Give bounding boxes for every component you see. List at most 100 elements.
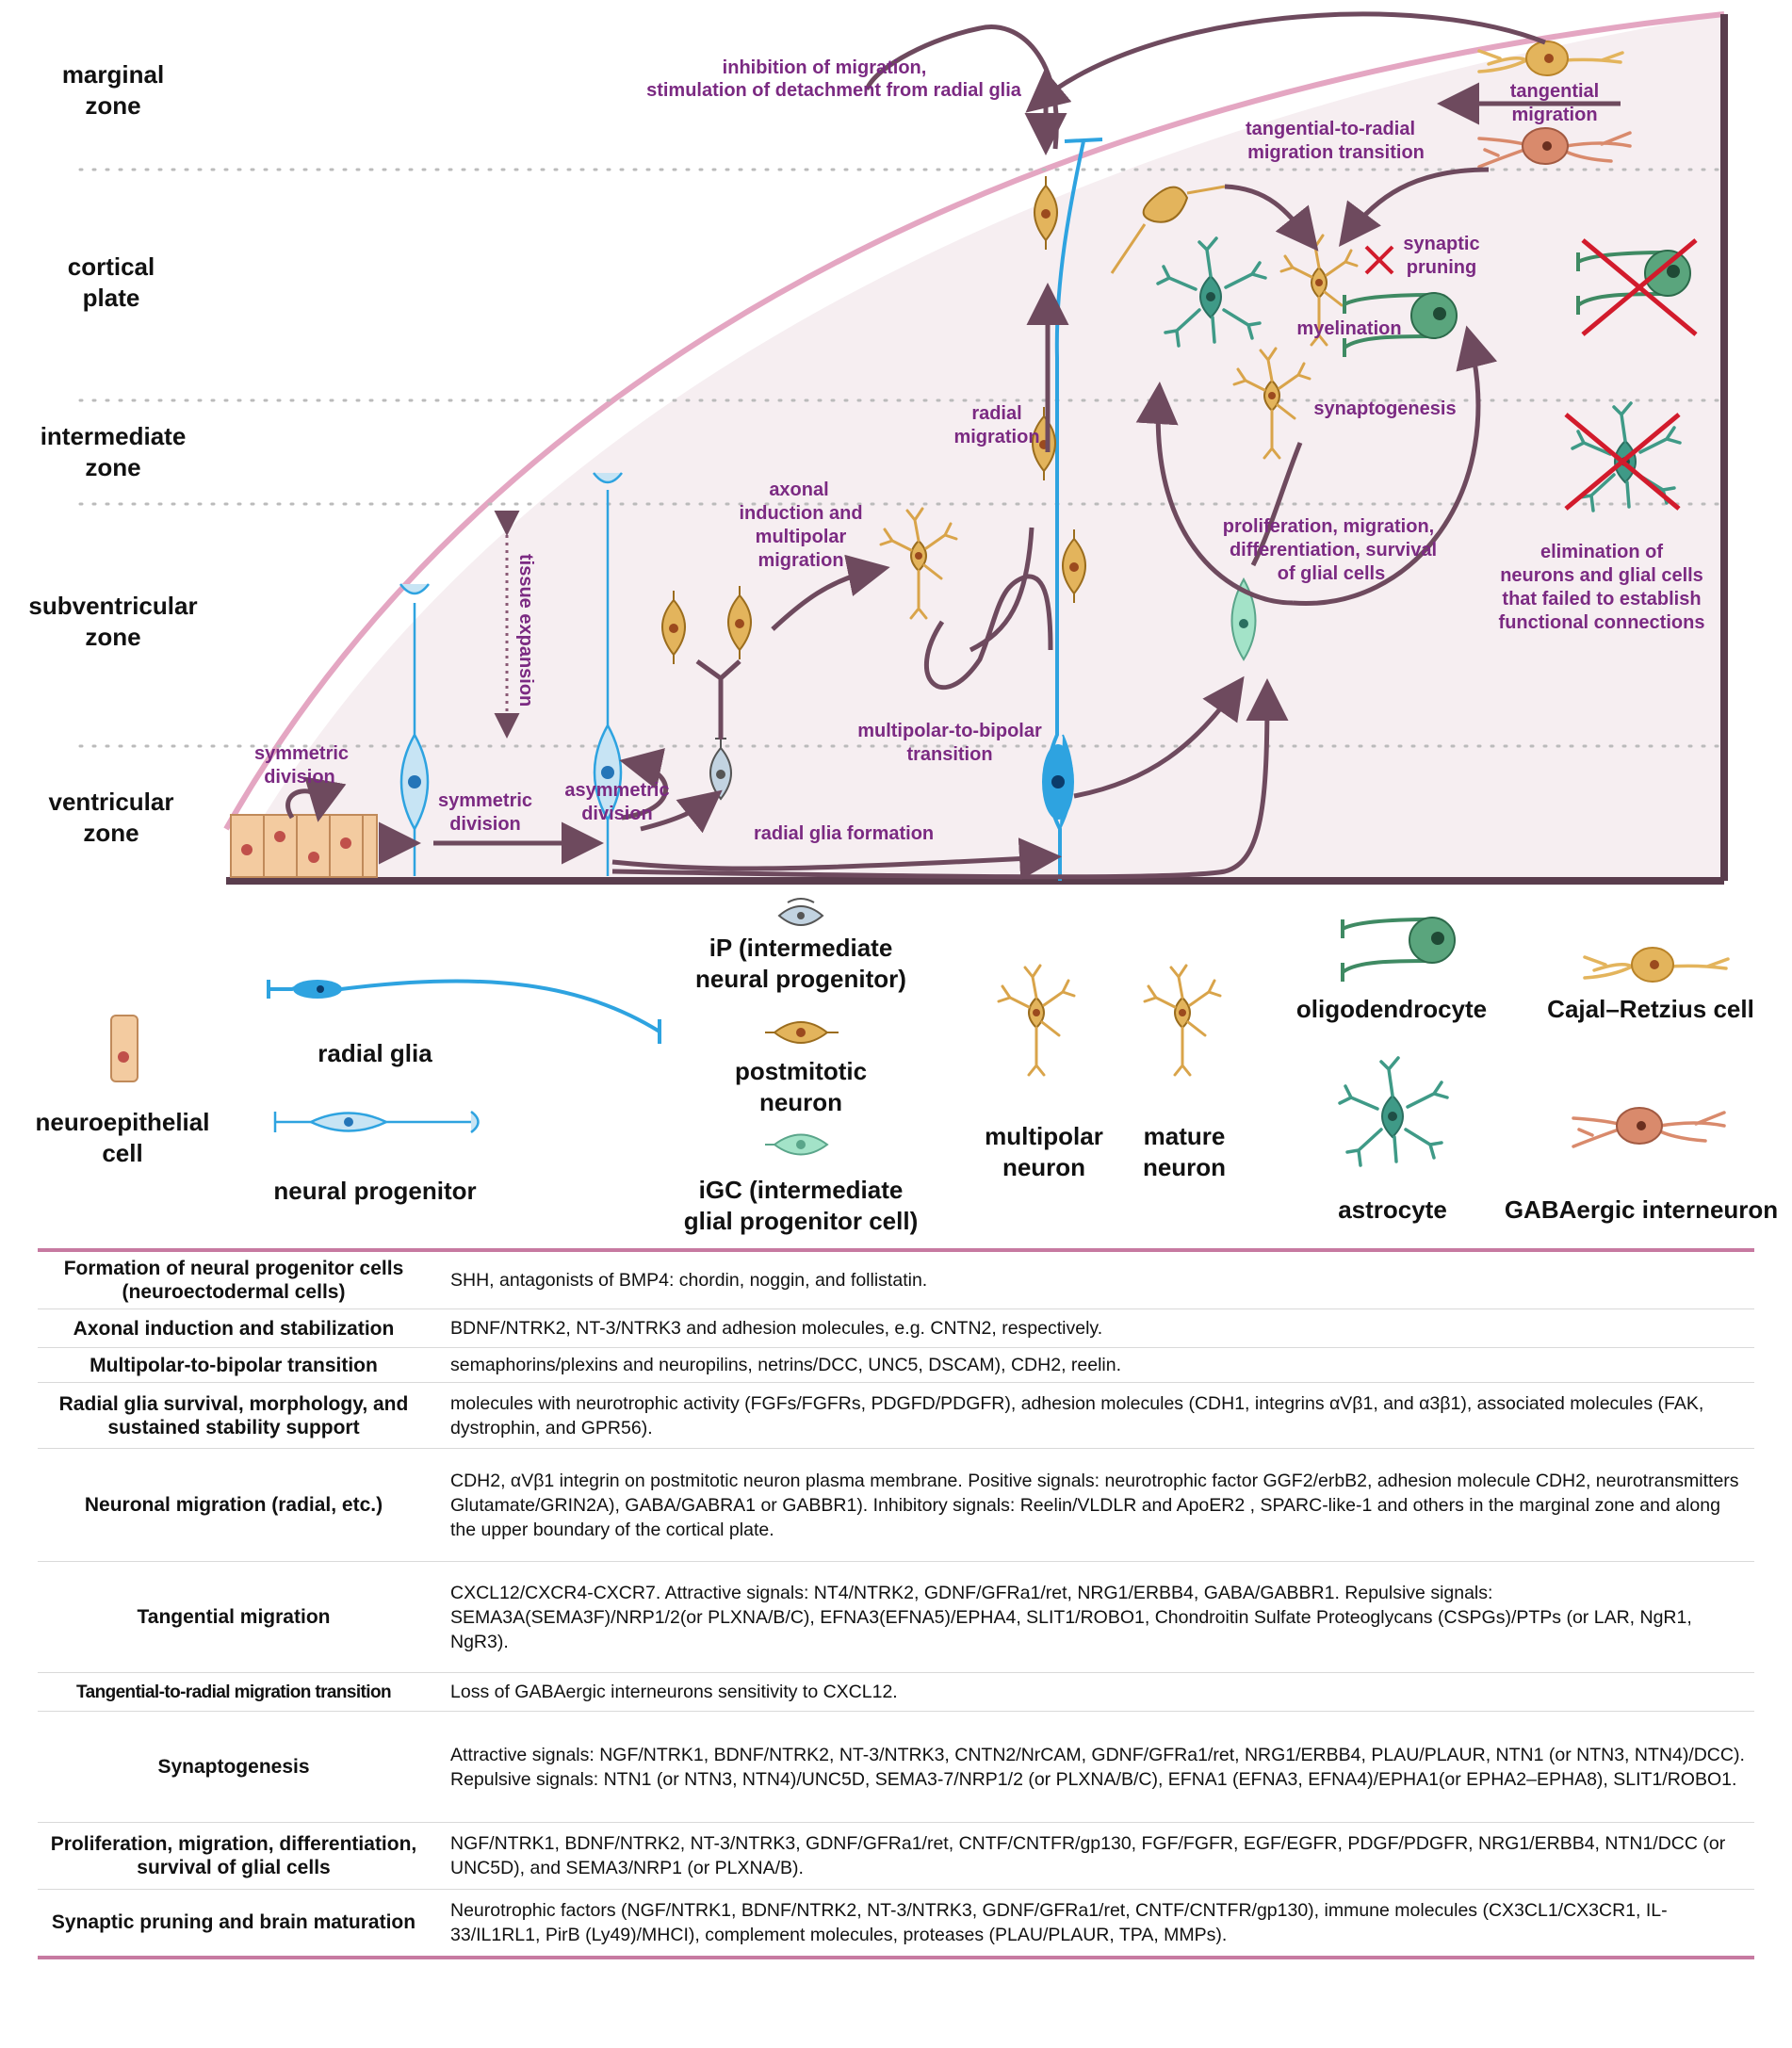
top-rule [38, 1248, 1754, 1252]
legend-ip-l1: iP (intermediate [709, 934, 893, 962]
zone-cortical-l1: cortical [68, 252, 155, 281]
legend-mature-l1: mature [1144, 1122, 1226, 1150]
legend-cajal: Cajal–Retzius cell [1547, 995, 1754, 1023]
legend-oligodendrocyte: oligodendrocyte [1296, 995, 1487, 1023]
neuroepithelial-cluster [230, 814, 378, 878]
ann-glial-l1: proliferation, migration, [1223, 516, 1434, 537]
ann-radial-l1: radial [971, 403, 1021, 424]
ann-inhibition-l1: inhibition of migration, [723, 57, 927, 78]
legend-astrocyte-icon [1338, 1056, 1449, 1167]
pial-boundary [223, 11, 1725, 831]
molecular-factors-table: Formation of neural progenitor cells (ne… [38, 1252, 1754, 1956]
legend-igc-l1: iGC (intermediate [699, 1176, 904, 1204]
ann-axonal-l2: induction and [739, 503, 862, 524]
ann-tissue-expansion: tissue expansion [515, 554, 536, 707]
legend-neuroepithelial-l1: neuroepithelial [36, 1108, 210, 1136]
ann-elim-l2: neurons and glial cells [1500, 565, 1703, 586]
ann-elim-l1: elimination of [1540, 542, 1663, 562]
legend-radial-glia: radial glia [318, 1039, 432, 1067]
legend-ip-icon [777, 898, 824, 926]
ann-axonal-l4: migration [758, 550, 843, 571]
molecules-cell: molecules with neurotrophic activity (FG… [430, 1382, 1754, 1449]
zone-intermediate-l1: intermediate [41, 422, 187, 450]
legend-gabaergic: GABAergic interneuron [1505, 1195, 1778, 1224]
process-cell: Neuronal migration (radial, etc.) [38, 1448, 430, 1562]
table-row: Formation of neural progenitor cells (ne… [38, 1252, 1754, 1309]
legend-mature-l2: neuron [1143, 1153, 1226, 1181]
molecules-cell: Attractive signals: NGF/NTRK1, BDNF/NTRK… [430, 1711, 1754, 1823]
ann-symdiv2-l1: symmetric [438, 790, 532, 811]
table-row: Tangential-to-radial migration transitio… [38, 1672, 1754, 1712]
zone-marginal-l2: zone [85, 91, 140, 120]
legend-igc-l2: glial progenitor cell) [684, 1207, 918, 1235]
igc-cell [1230, 577, 1257, 661]
molecules-cell: Neurotrophic factors (NGF/NTRK1, BDNF/NT… [450, 1899, 1668, 1945]
ann-glial-l3: of glial cells [1278, 563, 1385, 584]
zone-subventricular-l2: zone [85, 623, 140, 651]
ann-m2b-l1: multipolar-to-bipolar [857, 721, 1042, 741]
ann-axonal-l3: multipolar [756, 527, 847, 547]
legend-neuroepithelial-l2: cell [102, 1139, 142, 1167]
table-row: Synaptic pruning and brain maturation Neu… [38, 1890, 1754, 1956]
molecular-factors-table-section: Formation of neural progenitor cells (ne… [38, 1248, 1754, 1959]
ann-radial-l2: migration [953, 427, 1039, 447]
legend-radial-glia-icon [267, 979, 661, 1044]
legend-mature-icon [1143, 964, 1222, 1077]
bottom-rule [38, 1955, 1754, 1959]
molecules-cell: NGF/NTRK1, BDNF/NTRK2, NT-3/NTRK3, GDNF/… [430, 1822, 1754, 1890]
arrows [379, 11, 1621, 881]
molecules-cell: BDNF/NTRK2, NT-3/NTRK3 and adhesion mole… [430, 1308, 1754, 1348]
legend-multipolar-l2: neuron [1002, 1153, 1085, 1181]
ann-synaptogenesis: synaptogenesis [1313, 398, 1456, 419]
legend-neural-progenitor: neural progenitor [273, 1177, 476, 1205]
table-row: Proliferation, migration, differentiatio… [38, 1822, 1754, 1890]
legend-neural-progenitor-icon [273, 1110, 480, 1134]
process-cell: Tangential migration [38, 1561, 430, 1673]
ann-t2r-l2: migration transition [1247, 142, 1425, 163]
ann-symdiv1-l1: symmetric [254, 743, 349, 764]
process-cell: Synaptic pruning and brain maturation [51, 1911, 416, 1934]
ann-tangential-l1: tangential [1510, 81, 1599, 102]
ann-t2r-l1: tangential-to-radial [1246, 119, 1415, 139]
ann-elim-l3: that failed to establish [1502, 589, 1701, 610]
ann-asymdiv-l2: division [581, 804, 653, 824]
zone-ventricular-l2: zone [83, 819, 138, 847]
legend-oligodendrocyte-icon [1341, 916, 1457, 983]
process-cell: Radial glia survival, morphology, and su… [38, 1382, 430, 1449]
legend-multipolar-icon [997, 964, 1076, 1077]
ann-tangential-l2: migration [1511, 105, 1597, 125]
molecules-cell: CXCL12/CXCR4-CXCR7. Attractive signals: … [430, 1561, 1754, 1673]
ann-asymdiv-l1: asymmetric [564, 780, 669, 801]
zone-subventricular-l1: subventricular [28, 592, 197, 620]
legend-postmitotic-l1: postmitotic [735, 1057, 867, 1085]
zone-ventricular-l1: ventricular [49, 788, 174, 816]
legend-astrocyte: astrocyte [1338, 1195, 1447, 1224]
zone-cortical-l2: plate [83, 284, 140, 312]
ann-myelination: myelination [1296, 318, 1401, 339]
legend-multipolar-l1: multipolar [985, 1122, 1103, 1150]
legend-ip-l2: neural progenitor) [695, 965, 906, 993]
process-cell: Formation of neural progenitor cells (ne… [38, 1252, 430, 1309]
ann-symdiv1-l2: division [264, 767, 335, 788]
legend-cajal-icon [1583, 946, 1730, 983]
ann-radial-glia-formation: radial glia formation [754, 823, 934, 844]
